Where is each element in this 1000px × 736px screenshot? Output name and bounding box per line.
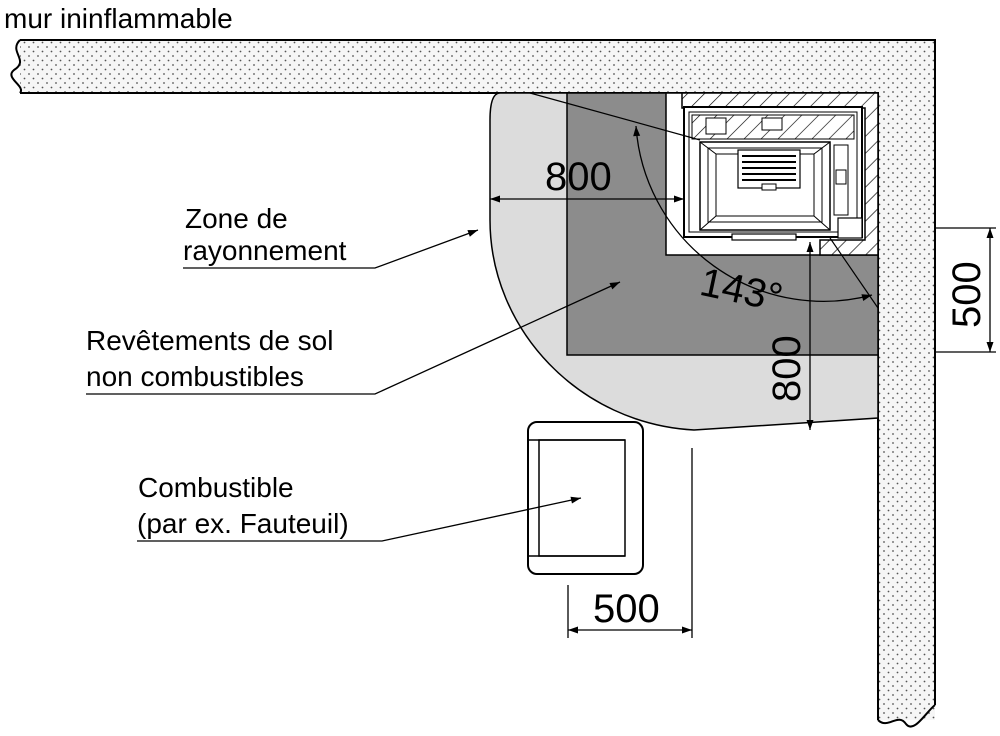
- wall-title: mur ininflammable: [4, 3, 233, 34]
- chair-distance-label: 500: [593, 587, 660, 631]
- floor-label-line2: non combustibles: [86, 361, 304, 392]
- stove-insert: [683, 106, 863, 241]
- wall-distance-label: 500: [945, 261, 989, 328]
- zone-callout: Zone de rayonnement: [183, 203, 479, 269]
- combustible-callout: Combustible (par ex. Fauteuil): [137, 472, 582, 542]
- armchair: [527, 421, 644, 575]
- chair-distance-dimension: 500: [567, 448, 693, 638]
- side-distance-dimension: 800: [765, 242, 814, 430]
- zone-label-line2: rayonnement: [183, 235, 347, 266]
- floor-label-line1: Revêtements de sol: [86, 325, 333, 356]
- front-distance-dimension: 800: [490, 155, 684, 203]
- combustible-label-line1: Combustible: [138, 472, 294, 503]
- zone-label-line1: Zone de: [185, 203, 288, 234]
- side-distance-label: 800: [765, 335, 809, 402]
- combustible-label-line2: (par ex. Fauteuil): [137, 508, 349, 539]
- wall-distance-dimension: 500: [935, 227, 996, 353]
- floor-callout: Revêtements de sol non combustibles: [86, 281, 621, 395]
- front-distance-label: 800: [545, 155, 612, 199]
